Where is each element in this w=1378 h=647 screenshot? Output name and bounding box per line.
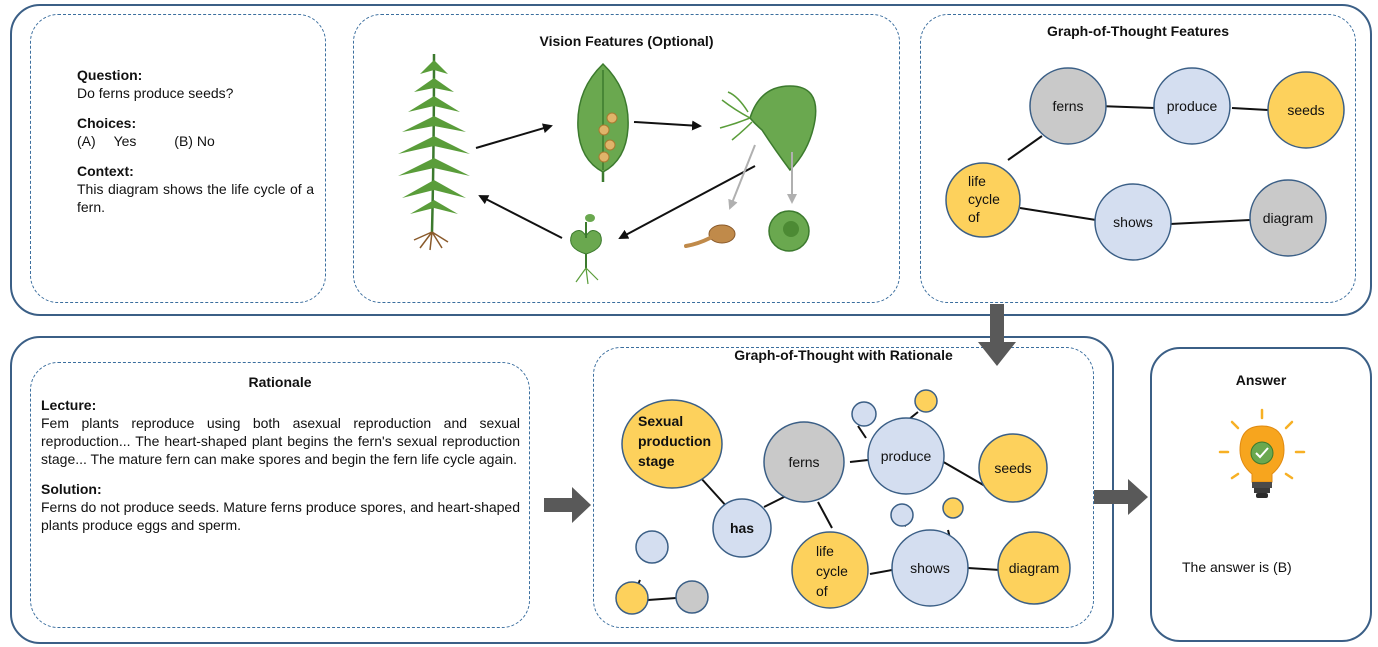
vision-arrow-5 xyxy=(728,144,756,210)
vision-arrow-3 xyxy=(618,165,756,239)
gotr-label-production: production xyxy=(638,433,711,449)
got-node-seeds xyxy=(1267,71,1345,149)
gotr-label-cycle: cycle xyxy=(816,563,848,579)
got-features-box: Graph-of-Thought Features xyxy=(920,14,1356,303)
got-label-diagram: diagram xyxy=(1263,210,1314,226)
got-label-shows: shows xyxy=(1113,214,1153,230)
choice-b-text: (B) No xyxy=(174,133,215,149)
got-label-ferns: ferns xyxy=(1052,98,1083,114)
check-icon xyxy=(1250,441,1274,465)
gotr-label-of: of xyxy=(816,583,828,599)
gotr-node-small-4 xyxy=(942,497,964,519)
got-rationale-box: Graph-of-Thought with Rationale xyxy=(593,347,1094,628)
gotr-label-diagram: diagram xyxy=(1009,560,1060,576)
gotr-node-has xyxy=(712,498,772,558)
got-label-produce: produce xyxy=(1167,98,1218,114)
rationale-box: Rationale xyxy=(30,362,530,628)
got-node-ferns xyxy=(1029,67,1107,145)
choice-a-key: (A) xyxy=(77,133,96,149)
got-label-of: of xyxy=(968,209,980,225)
vision-arrow-2 xyxy=(633,120,702,131)
lightbulb-icon xyxy=(1218,408,1306,498)
gotr-node-small-2 xyxy=(914,389,938,413)
gotr-node-small-6 xyxy=(615,581,649,615)
gotr-label-shows: shows xyxy=(910,560,950,576)
gotr-label-has: has xyxy=(730,520,754,536)
question-text: Do ferns produce seeds? xyxy=(77,85,234,101)
gotr-label-seeds: seeds xyxy=(994,460,1031,476)
gotr-node-small-1 xyxy=(851,401,877,427)
got-rationale-title: Graph-of-Thought with Rationale xyxy=(734,347,953,363)
solution-label: Solution: xyxy=(41,481,102,497)
rationale-text: Lecture: Fem plants reproduce using both… xyxy=(41,396,520,534)
gotr-node-shows xyxy=(891,529,969,607)
gotr-node-diagram xyxy=(997,531,1071,605)
got-node-diagram xyxy=(1249,179,1327,257)
choice-a-text: Yes xyxy=(113,133,137,149)
rationale-title: Rationale xyxy=(248,374,312,390)
lecture-text: Fem plants reproduce using both asexual … xyxy=(41,415,520,467)
gotr-node-small-5 xyxy=(635,530,669,564)
got-node-shows xyxy=(1094,183,1172,261)
input-box xyxy=(30,14,326,303)
solution-text: Ferns do not produce seeds. Mature ferns… xyxy=(41,499,520,533)
gotr-label-stage: stage xyxy=(638,453,675,469)
got-rationale-nodes xyxy=(615,389,1071,615)
gotr-label-ferns: ferns xyxy=(788,454,819,470)
lecture-label: Lecture: xyxy=(41,397,97,413)
answer-panel xyxy=(1150,347,1372,642)
cell-icon xyxy=(768,210,810,252)
sprout-icon xyxy=(570,214,602,285)
got-node-life-cycle-of xyxy=(945,162,1021,238)
gotr-node-ferns xyxy=(763,421,845,503)
got-label-seeds: seeds xyxy=(1287,102,1324,118)
sporangium-icon xyxy=(719,85,817,172)
gotr-node-seeds xyxy=(978,433,1048,503)
vision-arrow-4 xyxy=(478,195,563,239)
fern-plant-icon xyxy=(398,53,470,251)
features-panel xyxy=(10,4,1372,316)
fern-leaf-sori-icon xyxy=(577,62,629,182)
got-nodes xyxy=(945,67,1345,261)
vision-features-title: Vision Features (Optional) xyxy=(539,33,714,49)
choices-label: Choices: xyxy=(77,115,137,131)
vision-arrow-1 xyxy=(475,123,553,149)
gotr-node-small-3 xyxy=(890,503,914,527)
context-text: This diagram shows the life cycle of a f… xyxy=(77,181,314,215)
answer-text: The answer is (B) xyxy=(1182,559,1292,575)
got-label-life: life xyxy=(968,173,986,189)
context-label: Context: xyxy=(77,163,134,179)
choices-row: (A) Yes (B) No xyxy=(77,132,314,150)
flow-arrow-down xyxy=(978,304,1016,366)
got-node-produce xyxy=(1153,67,1231,145)
spore-icon xyxy=(684,224,736,248)
gotr-node-life-cycle-of xyxy=(791,531,869,609)
gotr-label-produce: produce xyxy=(881,448,932,464)
vision-features-box: Vision Features (Optional) xyxy=(353,14,900,303)
gotr-node-small-7 xyxy=(675,580,709,614)
gotr-node-sexual-production-stage xyxy=(621,399,723,489)
got-features-title: Graph-of-Thought Features xyxy=(1047,23,1229,39)
flow-arrow-right-2 xyxy=(1094,479,1148,515)
gotr-node-produce xyxy=(867,417,945,495)
flow-arrow-right-1 xyxy=(544,487,591,523)
answer-title: Answer xyxy=(1235,372,1287,388)
gotr-label-life: life xyxy=(816,543,834,559)
gotr-label-sexual: Sexual xyxy=(638,413,683,429)
question-label: Question: xyxy=(77,67,143,83)
input-text: Question: Do ferns produce seeds? Choice… xyxy=(77,66,314,216)
got-label-cycle: cycle xyxy=(968,191,1000,207)
